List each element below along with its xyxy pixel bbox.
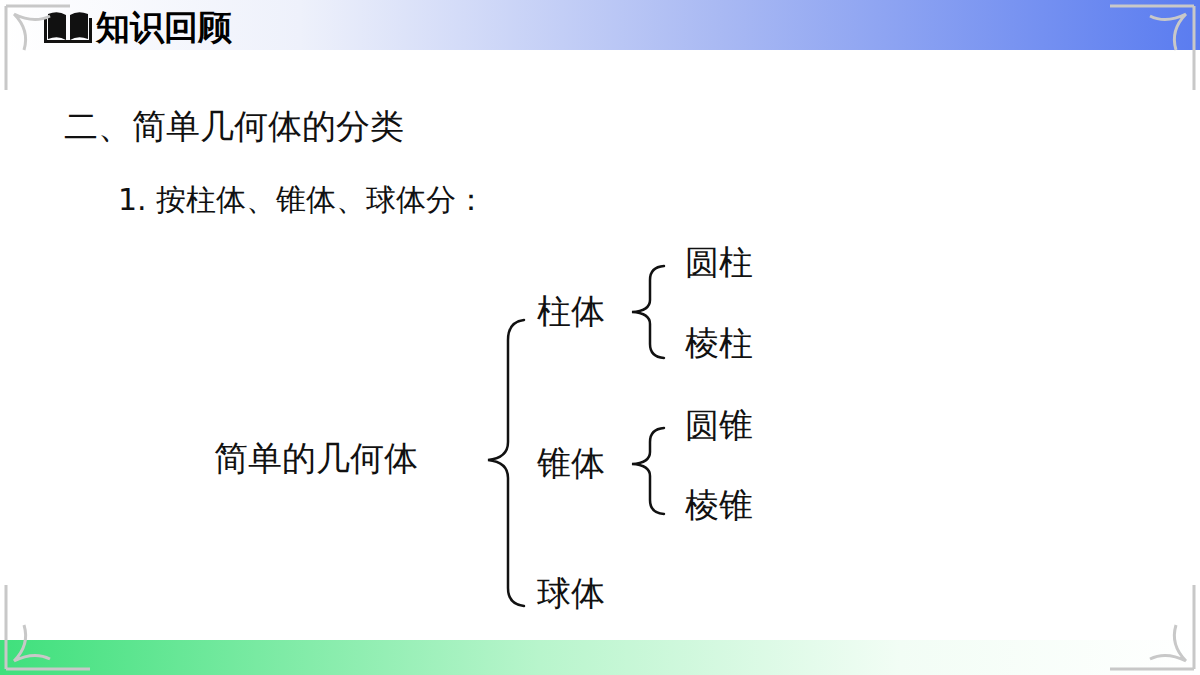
category-term: 柱体: [537, 291, 605, 332]
book-icon: [44, 12, 92, 43]
section-heading: 二、简单几何体的分类: [64, 106, 404, 147]
root-term: 简单的几何体: [214, 438, 418, 479]
leaf-term: 棱锥: [685, 485, 753, 526]
leaf-term: 圆锥: [685, 405, 753, 446]
corner-ornament: [6, 6, 1194, 669]
footer-bar: [0, 640, 1200, 675]
category-term: 球体: [537, 573, 605, 614]
slide-title: 知识回顾: [96, 7, 232, 48]
category-term: 锥体: [537, 443, 605, 484]
leaf-term: 圆柱: [685, 242, 753, 283]
subheading: 1. 按柱体、锥体、球体分：: [118, 182, 486, 218]
leaf-term: 棱柱: [685, 323, 753, 364]
brace: [488, 266, 664, 606]
header-bar: [0, 0, 1200, 50]
